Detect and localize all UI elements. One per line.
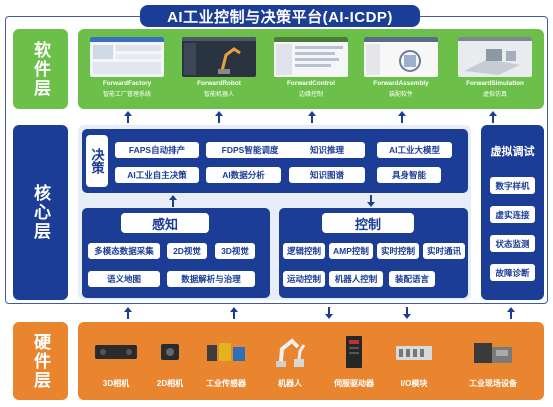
app-forward-simulation[interactable]: ForwardSimulation 虚拟仿真 <box>454 33 536 101</box>
app-forward-robot[interactable]: ForwardRobot 智能机器人 <box>178 33 260 101</box>
decision-item[interactable]: 具身智能 <box>377 167 441 183</box>
app-forward-assembly[interactable]: ForwardAssembly 装配软件 <box>360 33 442 101</box>
control-item[interactable]: 逻辑控制 <box>283 243 325 259</box>
app-forward-factory[interactable]: ForwardFactory 智能工厂管理系统 <box>86 33 168 101</box>
camera-2d-icon <box>146 332 194 372</box>
hardware-layer: 3D相机 2D相机 工业传感器 机器人 伺服驱动器 I/O模块 工业现场设备 <box>78 322 544 400</box>
control-screenshot-icon <box>274 37 348 77</box>
decision-item[interactable]: AI数据分析 <box>206 167 281 183</box>
device-robot[interactable]: 机器人 <box>264 328 316 392</box>
robot-screenshot-icon <box>182 37 256 77</box>
arrow-up-icon <box>307 110 317 124</box>
arrow-up-icon <box>506 306 516 320</box>
field-device-icon <box>446 332 540 372</box>
device-field-equipment[interactable]: 工业现场设备 <box>446 328 540 392</box>
control-panel: 控制 逻辑控制 AMP控制 实时控制 实时通讯 运动控制 机器人控制 装配语言 <box>279 208 468 298</box>
control-item[interactable]: 实时控制 <box>377 243 419 259</box>
perception-item[interactable]: 多模态数据采集 <box>88 243 160 259</box>
arrow-down-icon <box>366 194 376 208</box>
decision-item[interactable]: 知识推理 <box>289 142 365 158</box>
camera-3d-icon <box>86 332 146 372</box>
device-label: 工业传感器 <box>206 379 246 388</box>
simulation-screenshot-icon <box>458 37 532 77</box>
virtual-item[interactable]: 虚实连接 <box>490 206 535 223</box>
arrow-up-icon <box>229 306 239 320</box>
device-io-module[interactable]: I/O模块 <box>384 328 444 392</box>
device-label: 2D相机 <box>156 379 184 388</box>
app-subtitle: 智能工厂管理系统 <box>102 92 151 98</box>
virtual-item[interactable]: 状态监测 <box>490 235 535 252</box>
decision-item[interactable]: 知识图谱 <box>289 167 365 183</box>
app-subtitle: 虚拟仿真 <box>482 92 507 98</box>
perception-item[interactable]: 数据解析与治理 <box>167 271 255 287</box>
virtual-item[interactable]: 数字样机 <box>490 177 535 194</box>
control-item[interactable]: 实时通讯 <box>423 243 465 259</box>
factory-screenshot-icon <box>90 37 164 77</box>
robot-arm-icon <box>264 332 316 372</box>
device-servo-drive[interactable]: 伺服驱动器 <box>318 328 390 392</box>
arrow-up-icon <box>168 194 178 208</box>
software-layer-label: 软件层 <box>13 29 68 109</box>
app-subtitle: 边缘控制 <box>298 92 323 98</box>
virtual-debug-panel: 虚拟调试 数字样机 虚实连接 状态监测 故障诊断 <box>481 125 544 300</box>
device-label: 3D相机 <box>102 379 130 388</box>
perception-panel: 感知 多模态数据采集 2D视觉 3D视觉 语义地图 数据解析与治理 <box>82 208 270 298</box>
arrow-up-icon <box>488 110 498 124</box>
app-forward-control[interactable]: ForwardControl 边缘控制 <box>270 33 352 101</box>
control-item[interactable]: 机器人控制 <box>329 271 383 287</box>
decision-label: 决策 <box>86 135 108 187</box>
app-name: ForwardRobot <box>197 80 241 87</box>
device-label: 伺服驱动器 <box>334 379 374 388</box>
servo-drive-icon <box>318 332 390 372</box>
hardware-layer-label: 硬件层 <box>13 322 68 400</box>
arrow-up-icon <box>397 110 407 124</box>
app-subtitle: 装配软件 <box>388 92 413 98</box>
perception-title: 感知 <box>121 213 209 233</box>
decision-item[interactable]: FDPS智能调度 <box>206 142 294 158</box>
device-2d-camera[interactable]: 2D相机 <box>146 328 194 392</box>
io-module-icon <box>384 332 444 372</box>
control-title: 控制 <box>322 213 414 233</box>
software-layer: ForwardFactory 智能工厂管理系统 ForwardRobot 智能机… <box>78 29 544 109</box>
arrow-up-icon <box>123 110 133 124</box>
control-item[interactable]: AMP控制 <box>329 243 373 259</box>
device-sensor[interactable]: 工业传感器 <box>194 328 258 392</box>
device-label: 机器人 <box>278 379 302 388</box>
app-name: ForwardControl <box>287 80 335 87</box>
app-name: ForwardFactory <box>102 80 152 87</box>
sensor-icon <box>194 332 258 372</box>
arrow-up-icon <box>123 306 133 320</box>
decision-item[interactable]: AI工业大模型 <box>377 142 452 158</box>
device-3d-camera[interactable]: 3D相机 <box>86 328 146 392</box>
decision-item[interactable]: FAPS自动排产 <box>115 142 199 158</box>
virtual-item[interactable]: 故障诊断 <box>490 264 535 281</box>
control-item[interactable]: 运动控制 <box>283 271 325 287</box>
device-label: 工业现场设备 <box>469 379 517 388</box>
app-name: ForwardSimulation <box>466 80 524 87</box>
arrow-up-icon <box>214 110 224 124</box>
page-title: AI工业控制与决策平台(AI-ICDP) <box>140 5 420 27</box>
decision-panel: 决策 FAPS自动排产 FDPS智能调度 知识推理 AI工业大模型 AI工业自主… <box>82 129 468 193</box>
app-subtitle: 智能机器人 <box>203 92 234 98</box>
app-name: ForwardAssembly <box>373 80 429 87</box>
perception-item[interactable]: 3D视觉 <box>215 243 255 259</box>
virtual-debug-title: 虚拟调试 <box>490 146 535 158</box>
core-layer-label: 核心层 <box>13 125 68 300</box>
control-item[interactable]: 装配语言 <box>389 271 435 287</box>
perception-item[interactable]: 语义地图 <box>88 271 160 287</box>
device-label: I/O模块 <box>400 379 428 388</box>
assembly-screenshot-icon <box>364 37 438 77</box>
arrow-down-icon <box>324 306 334 320</box>
arrow-down-icon <box>402 306 412 320</box>
decision-item[interactable]: AI工业自主决策 <box>115 167 199 183</box>
perception-item[interactable]: 2D视觉 <box>167 243 207 259</box>
